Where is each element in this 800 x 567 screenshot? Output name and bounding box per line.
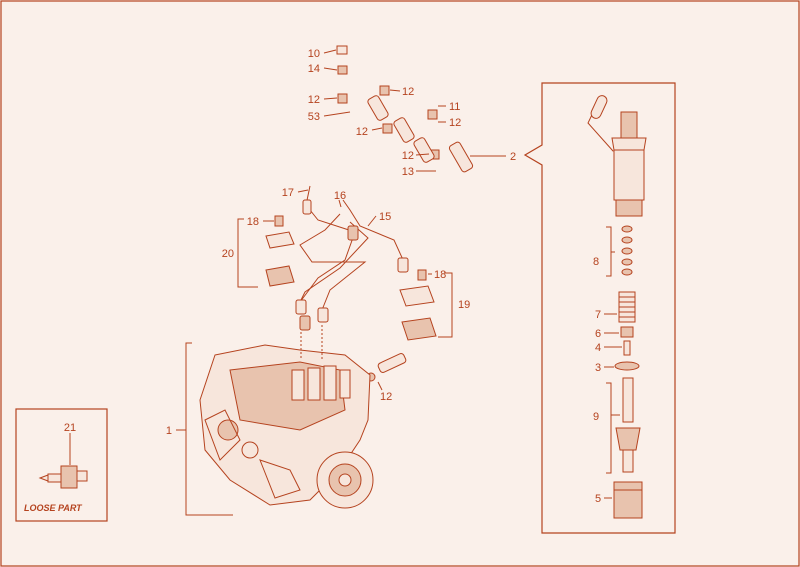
label-21: 21 [64,422,76,434]
nozzle-needle [622,377,634,423]
label-12c: 12 [356,126,368,138]
label-5: 5 [595,493,601,505]
label-11: 11 [449,101,460,113]
shim-stack [621,225,633,276]
label-6: 6 [595,328,601,340]
label-8: 8 [593,256,599,268]
label-10: 10 [308,48,320,60]
label-12b: 12 [402,86,414,98]
nozzle-body [615,427,641,451]
loose-part-box [15,408,108,522]
injection-pump: 1 [166,325,374,516]
label-13: 13 [402,166,414,178]
label-2: 2 [510,151,516,163]
label-3: 3 [595,362,601,374]
injector-detail-group: 8 7 6 4 3 9 5 [523,82,676,534]
label-12f: 12 [380,391,392,403]
label-19: 19 [458,299,470,311]
loose-part-fitting [38,465,88,489]
loose-part-label: LOOSE PART [24,503,83,513]
label-18a: 18 [247,216,259,228]
injection-pipes: 17 16 15 [282,185,409,331]
label-4: 4 [595,342,601,354]
push-rod [623,340,631,356]
label-12d: 12 [449,117,461,129]
holder-body [613,149,645,201]
injector-callout-frame [523,82,676,534]
label-12e: 12 [402,150,414,162]
label-53: 53 [308,111,320,123]
label-7: 7 [595,309,601,321]
loose-part-group: 21 LOOSE PART [15,408,108,522]
bracket-8 [606,226,615,277]
holder-nut [620,111,638,139]
label-18b: 18 [434,269,446,281]
spring-seat [620,326,634,338]
bracket-1 [185,342,233,516]
label-16: 16 [334,190,346,202]
label-15: 15 [379,211,391,223]
spacer [614,361,640,371]
label-14: 14 [308,63,320,75]
label-20: 20 [222,248,234,260]
leak-off-assembly: 10 14 12 53 12 12 11 12 12 13 2 12 [308,45,516,403]
bracket-9 [606,382,620,474]
clamp-set-19: 18 19 [399,269,470,341]
label-1: 1 [166,425,172,437]
label-12a: 12 [308,94,320,106]
retaining-nut [613,481,643,519]
label-9: 9 [593,411,599,423]
label-17: 17 [282,187,294,199]
clamp-set-20: 18 20 [222,215,295,288]
